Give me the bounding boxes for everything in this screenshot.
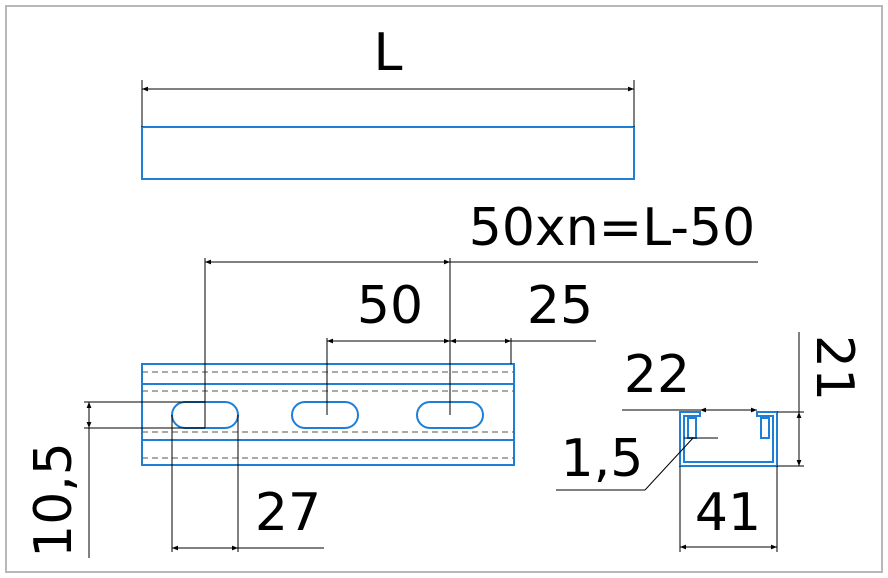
channel-left-lip: [687, 417, 697, 439]
rail-top-outline: [141, 126, 635, 180]
rail-front-view: 50xn=L-50 50 25 27 10,5: [24, 198, 758, 558]
thickness-leader-diagonal: [644, 437, 694, 491]
inner-width-label: 22: [624, 345, 690, 405]
end-offset-label: 25: [527, 276, 593, 336]
pitch-label: 50: [357, 276, 423, 336]
length-label: L: [374, 23, 403, 83]
width-label: 41: [695, 483, 761, 543]
rail-top-view: L: [141, 23, 635, 180]
pitch-formula-label: 50xn=L-50: [469, 198, 755, 258]
drawing-frame: [5, 5, 883, 573]
slot-height-label: 10,5: [24, 442, 84, 558]
profile-section: 22 21 1,5 41: [556, 332, 864, 552]
channel-right-lip: [760, 417, 770, 439]
slot-length-label: 27: [255, 483, 321, 543]
slot-2: [291, 401, 359, 429]
height-label: 21: [804, 335, 864, 401]
rail-front-outline: [141, 363, 515, 466]
thickness-label: 1,5: [561, 429, 644, 489]
